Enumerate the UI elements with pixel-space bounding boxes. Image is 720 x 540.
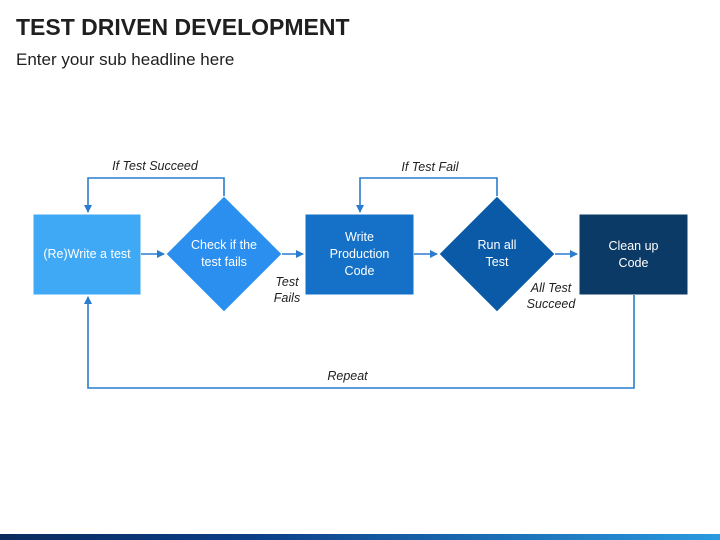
- node-write-production-code-shape: [304, 213, 415, 296]
- page-title: TEST DRIVEN DEVELOPMENT: [16, 14, 350, 40]
- node-clean-up-code-label: Clean up Code: [608, 238, 659, 270]
- node-check-test-fails-label: Check if the test fails: [190, 238, 257, 269]
- node-run-all-test-shape: [438, 195, 556, 313]
- edge-label-if-test-succeed: If Test Succeed: [112, 159, 198, 173]
- page-subtitle: Enter your sub headline here: [16, 50, 235, 69]
- edge-label-repeat: Repeat: [327, 369, 368, 383]
- edge-label-test-fails: Test Fails: [273, 275, 301, 305]
- arrow-repeat-loop: [84, 295, 635, 389]
- node-rewrite-test-label: (Re)Write a test: [43, 247, 131, 261]
- arrow-if-test-succeed-loop: [84, 177, 225, 213]
- arrow-if-test-fail-loop: [356, 177, 498, 213]
- node-rewrite-test-shape: [32, 213, 142, 296]
- edge-label-if-test-fail: If Test Fail: [401, 160, 459, 174]
- footer-bar: [0, 534, 720, 540]
- node-run-all-test-label: Run all Test: [477, 238, 517, 269]
- edge-label-all-test-succeed: All Test Succeed: [526, 281, 576, 311]
- node-check-test-fails-shape: [165, 195, 283, 313]
- node-write-production-code-label: Write Production Code: [329, 230, 390, 278]
